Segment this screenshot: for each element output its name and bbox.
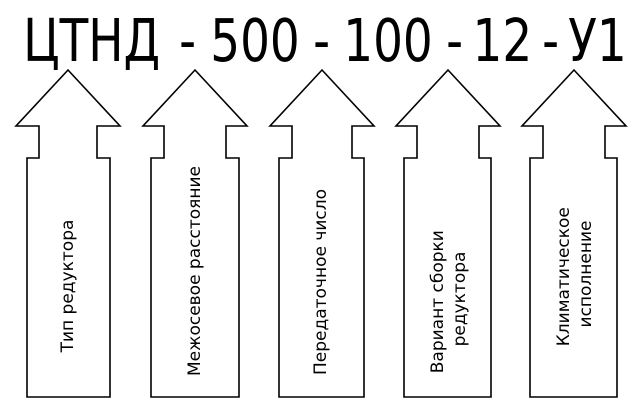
arrow-climate: Климатическое исполнение	[520, 68, 628, 398]
arrow-label-line: Климатическое	[554, 207, 574, 346]
arrow-label-line: Передаточное число	[311, 189, 331, 375]
arrow-label: Межосевое расстояние	[185, 166, 205, 376]
arrow-outline	[141, 68, 249, 398]
arrow-assembly: Вариант сборки редуктора	[394, 68, 502, 398]
arrow-type: Тип редуктора	[14, 68, 122, 398]
arrow-label: Передаточное число	[311, 189, 331, 375]
code-separator: -	[445, 6, 463, 75]
code-segment-climate: У1	[568, 6, 627, 75]
arrow-label-line: исполнение	[576, 221, 596, 328]
arrow-outline	[520, 68, 628, 398]
arrow-label-line: Межосевое расстояние	[185, 166, 205, 376]
product-code: ЦТНД - 500 - 100 - 12 - У1	[0, 0, 640, 82]
code-separator: -	[179, 6, 197, 75]
arrow-outline	[268, 68, 376, 398]
arrow-label-line: редуктора	[450, 252, 470, 347]
arrow-distance: Межосевое расстояние	[141, 68, 249, 398]
code-segment-type: ЦТНД	[23, 6, 161, 75]
arrow-label-line: Тип редуктора	[58, 220, 78, 354]
arrow-label: Тип редуктора	[58, 220, 78, 354]
arrow-ratio: Передаточное число	[268, 68, 376, 398]
code-separator: -	[541, 6, 559, 75]
code-segment-distance: 500	[209, 6, 300, 75]
arrow-outline	[14, 68, 122, 398]
arrow-label-line: Вариант сборки	[428, 230, 448, 373]
arrow-outline	[394, 68, 502, 398]
code-separator: -	[312, 6, 330, 75]
code-segment-assembly: 12	[472, 6, 533, 75]
code-segment-ratio: 100	[342, 6, 433, 75]
arrow-label: Климатическое исполнение	[554, 202, 596, 347]
arrow-label: Вариант сборки редуктора	[428, 225, 470, 374]
